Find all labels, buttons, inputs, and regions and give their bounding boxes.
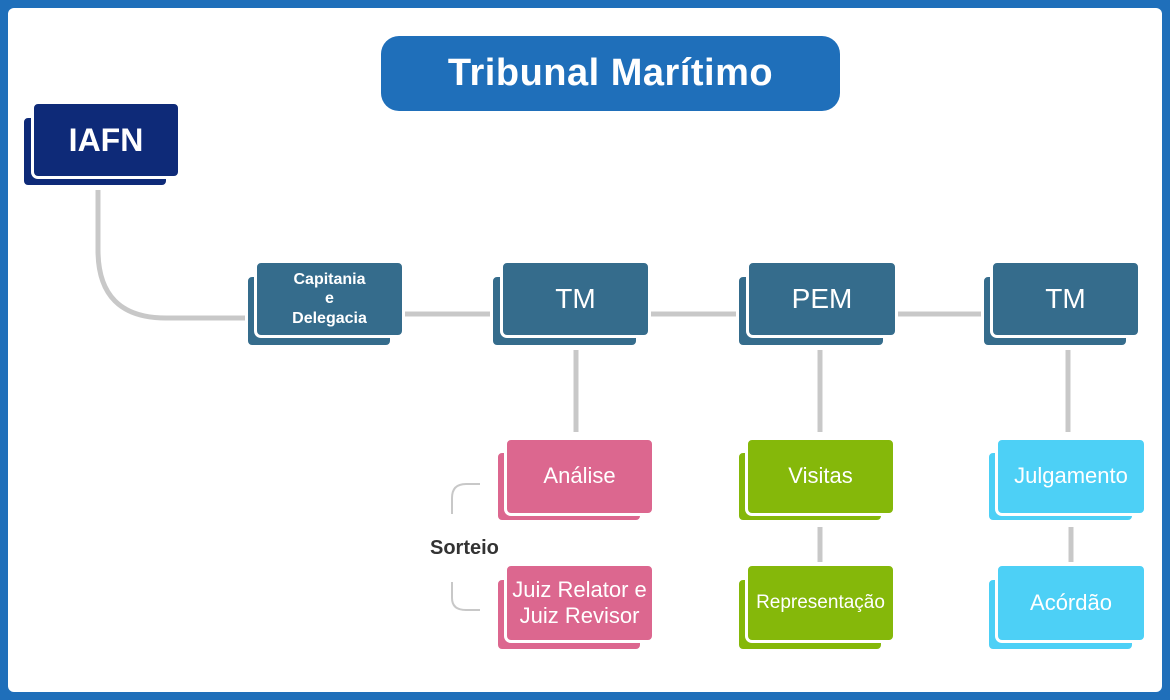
node-juiz-label: Juiz Relator e Juiz Revisor — [504, 563, 655, 643]
node-visitas-label: Visitas — [745, 437, 896, 516]
node-visitas: Visitas — [736, 437, 896, 523]
node-juiz-line1: Juiz Relator e — [512, 576, 647, 602]
node-tm-1-label: TM — [500, 260, 651, 338]
node-juiz-relator-revisor: Juiz Relator e Juiz Revisor — [495, 563, 655, 652]
sorteio-bracket-bottom — [451, 582, 480, 611]
diagram-title: Tribunal Marítimo — [381, 36, 840, 111]
sorteio-bracket-top — [451, 483, 480, 514]
node-analise: Análise — [495, 437, 655, 523]
sorteio-label: Sorteio — [430, 537, 499, 559]
node-capitania-line1: Capitania — [293, 271, 366, 289]
node-julgamento: Julgamento — [986, 437, 1147, 523]
node-capitania-line3: Delegacia — [292, 309, 367, 327]
node-juiz-line2: Juiz Revisor — [519, 603, 640, 628]
node-acordao: Acórdão — [986, 563, 1147, 652]
node-iafn-label: IAFN — [31, 101, 181, 179]
node-pem-label: PEM — [746, 260, 898, 338]
node-acordao-label: Acórdão — [995, 563, 1147, 643]
node-julgamento-label: Julgamento — [995, 437, 1147, 516]
node-pem: PEM — [736, 260, 898, 348]
node-representacao: Representação — [736, 563, 896, 652]
node-analise-label: Análise — [504, 437, 655, 516]
node-capitania-delegacia: Capitania e Delegacia — [245, 260, 405, 348]
node-tm-1: TM — [490, 260, 651, 348]
node-iafn: IAFN — [21, 101, 181, 188]
node-representacao-label: Representação — [745, 563, 896, 643]
node-tm-2-label: TM — [990, 260, 1141, 338]
node-capitania-line2: e — [325, 290, 334, 308]
node-capitania-label: Capitania e Delegacia — [254, 260, 405, 338]
node-tm-2: TM — [981, 260, 1141, 348]
connector-iafn-capitania — [95, 190, 248, 321]
